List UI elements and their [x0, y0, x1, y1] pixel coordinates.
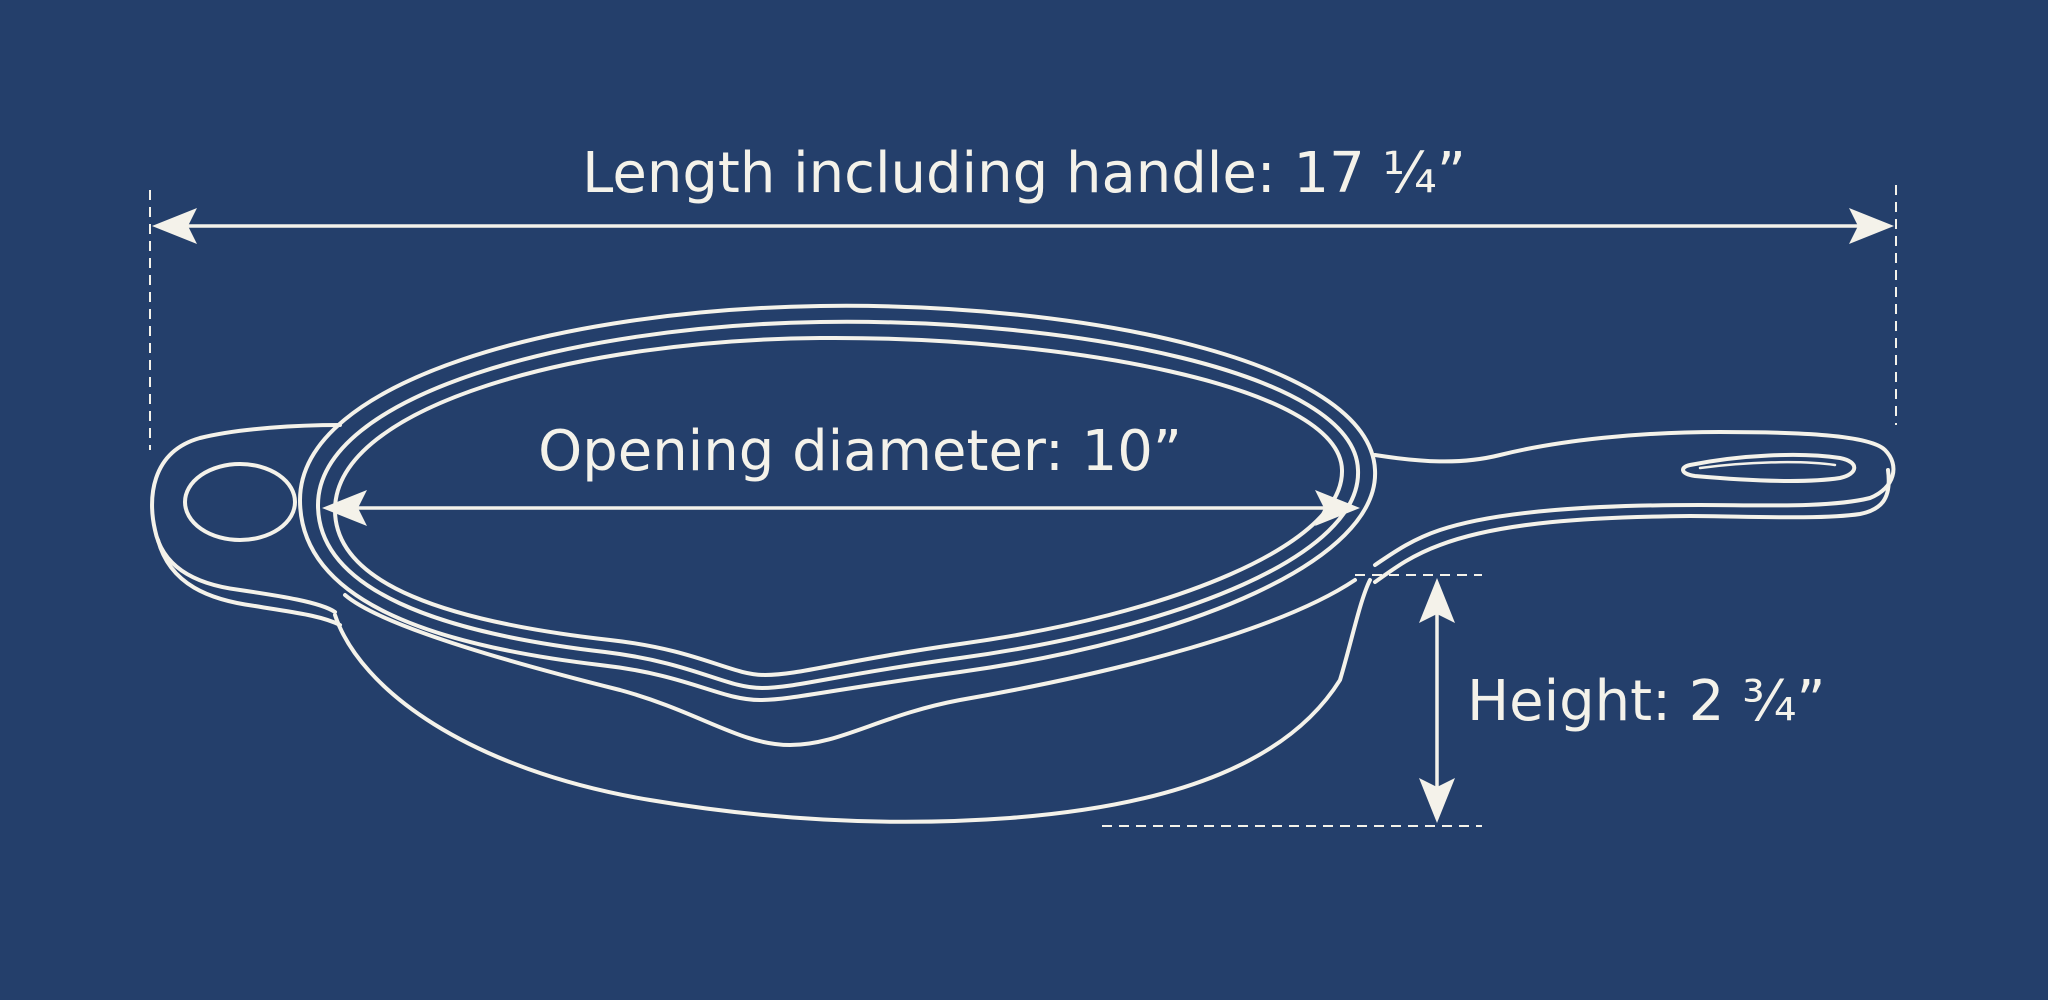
height-label: Height: 2 ¾”	[1467, 669, 1826, 734]
pan-body-wall	[343, 578, 1357, 747]
height-arrowhead-bottom	[1419, 778, 1455, 823]
handle-hole	[1681, 452, 1857, 484]
helper-handle-outer	[150, 423, 342, 614]
handle-hole-edge	[1698, 460, 1837, 470]
main-handle-top	[1373, 430, 1896, 567]
height-arrow	[1419, 578, 1455, 823]
opening-label: Opening diameter: 10”	[538, 419, 1182, 484]
opening-arrow	[322, 490, 1360, 526]
rim-inner	[316, 319, 1361, 690]
main-handle-edge	[1373, 468, 1891, 584]
helper-handle-edge	[156, 538, 342, 627]
opening-arrowhead-left	[322, 490, 367, 526]
length-arrowhead-right	[1849, 208, 1894, 244]
length-label: Length including handle: 17 ¼”	[582, 141, 1466, 206]
length-arrowhead-left	[152, 208, 197, 244]
helper-handle-hole	[183, 462, 297, 542]
length-arrow	[152, 208, 1894, 244]
opening-arrowhead-right	[1315, 490, 1360, 526]
inner-wall	[333, 335, 1345, 677]
height-arrowhead-top	[1419, 578, 1455, 623]
skillet-icon	[150, 303, 1896, 824]
pan-body	[333, 578, 1372, 824]
rim-outer	[298, 303, 1378, 702]
